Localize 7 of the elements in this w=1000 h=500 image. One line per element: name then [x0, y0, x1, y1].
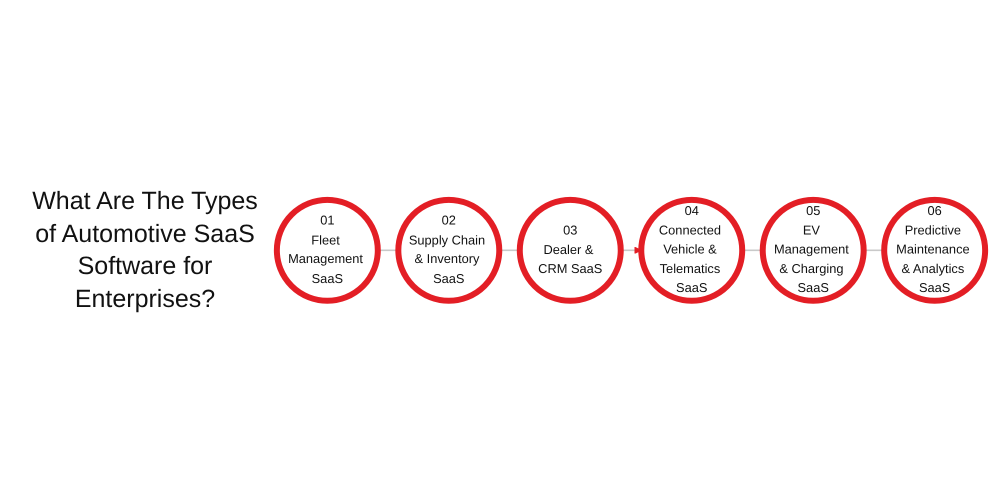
node-circle: 04 Connected Vehicle & Telematics SaaS [638, 196, 746, 304]
title: What Are The Types of Automotive SaaS Software for Enterprises? [31, 186, 259, 314]
node-circle: 03 Dealer & CRM SaaS [516, 196, 624, 304]
node-circle: 06 Predictive Maintenance & Analytics SaaS [881, 196, 988, 304]
node-circle: 05 EV Management & Charging SaaS [760, 196, 867, 304]
node-circle: 01 Fleet Management SaaS [274, 196, 381, 304]
node-circle: 02 Supply Chain & Inventory SaaS [395, 196, 502, 304]
